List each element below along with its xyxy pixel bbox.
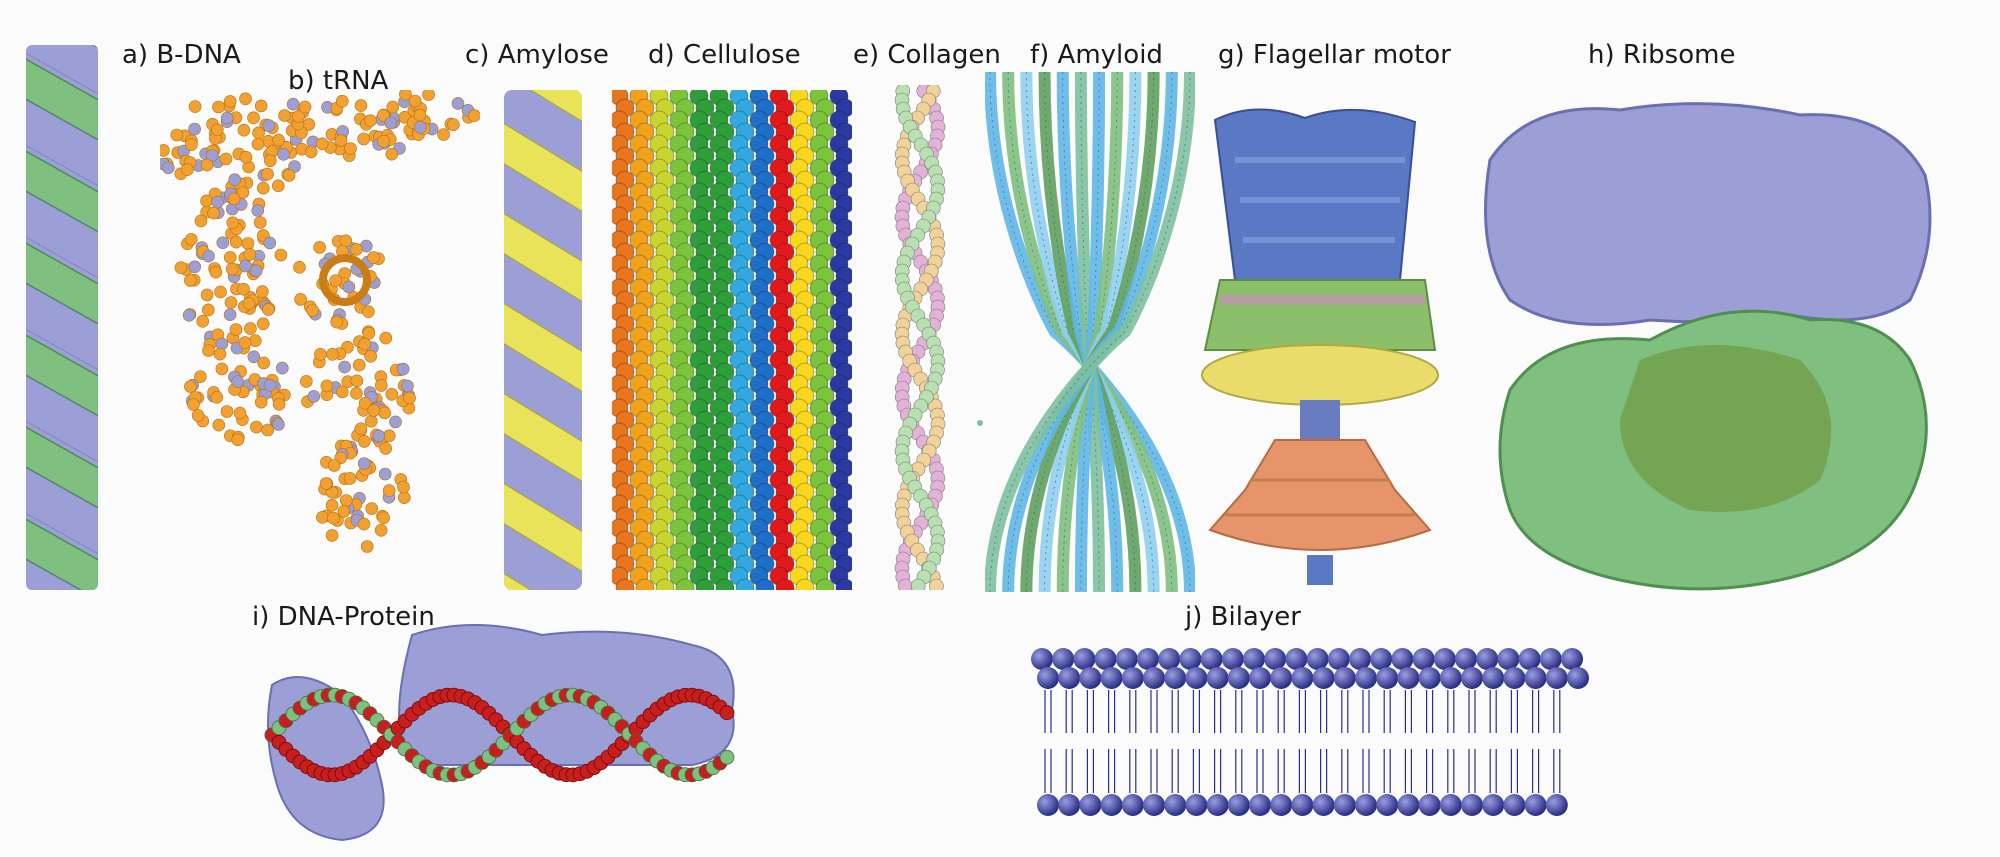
label-amylose: c) Amylose xyxy=(465,40,609,70)
trna-structure-image xyxy=(160,90,480,553)
label-ribosome: h) Ribsome xyxy=(1588,40,1736,70)
amyloid-fibril-image xyxy=(985,72,1195,592)
flagellar-motor-image xyxy=(1201,108,1439,585)
cellulose-fiber-image xyxy=(612,90,852,590)
dna-protein-complex-image xyxy=(264,624,735,842)
collagen-triple-helix-image xyxy=(894,85,946,590)
label-dna-protein: i) DNA-Protein xyxy=(252,602,435,632)
label-collagen: e) Collagen xyxy=(853,40,1001,70)
label-cellulose: d) Cellulose xyxy=(648,40,801,70)
lipid-bilayer-image xyxy=(1031,648,1589,816)
label-bilayer: j) Bilayer xyxy=(1185,602,1301,632)
amylose-helix-image xyxy=(504,90,582,590)
b-dna-helix-image xyxy=(26,45,98,590)
label-trna: b) tRNA xyxy=(288,66,389,96)
small-fragment-image xyxy=(977,420,983,426)
label-flagellar-motor: g) Flagellar motor xyxy=(1218,40,1451,70)
label-b-dna: a) B-DNA xyxy=(122,40,241,70)
label-amyloid: f) Amyloid xyxy=(1030,40,1163,70)
ribosome-image xyxy=(1484,102,1932,591)
